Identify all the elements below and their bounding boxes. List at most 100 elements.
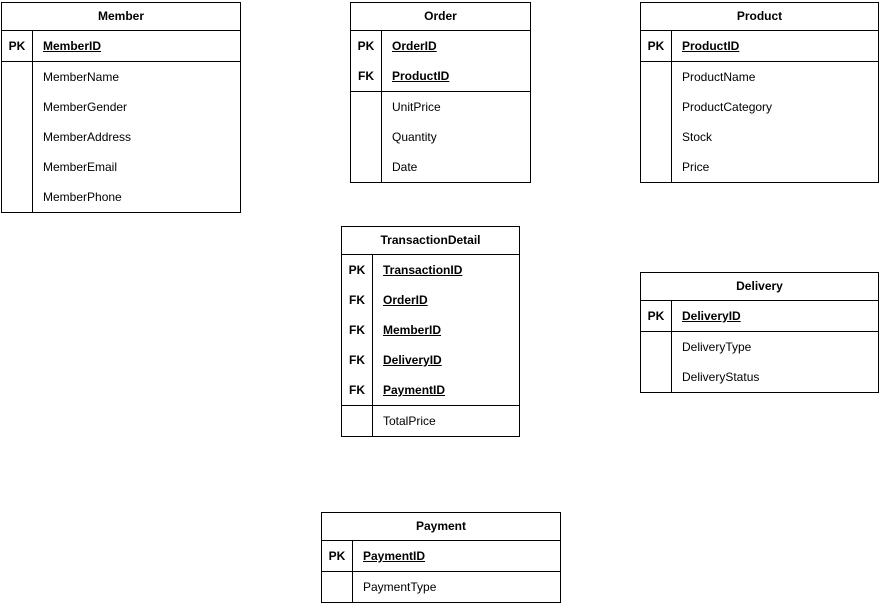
field-column: DeliveryID xyxy=(672,301,878,331)
empty-key-tag xyxy=(641,122,671,152)
empty-key-tag xyxy=(2,152,32,182)
key-field: MemberID xyxy=(43,39,102,53)
key-column: PK FK xyxy=(351,31,382,91)
empty-key-tag xyxy=(2,62,32,92)
key-field: ProductID xyxy=(392,69,450,83)
key-column xyxy=(641,62,672,182)
key-column: PK xyxy=(2,31,33,61)
key-field: DeliveryID xyxy=(383,353,442,367)
field-column: MemberID xyxy=(33,31,240,61)
key-field: MemberID xyxy=(383,323,442,337)
empty-key-tag xyxy=(2,92,32,122)
key-column: PK xyxy=(641,31,672,61)
field-column: ProductID xyxy=(672,31,878,61)
key-field: PaymentID xyxy=(363,549,426,563)
empty-key-tag xyxy=(641,92,671,122)
attribute-field: ProductName xyxy=(682,70,756,84)
key-field: ProductID xyxy=(682,39,740,53)
entity-title: Product xyxy=(641,3,878,31)
attribute-field: Date xyxy=(392,160,418,174)
key-field: OrderID xyxy=(392,39,437,53)
key-tag: PK xyxy=(647,309,665,323)
key-tag: PK xyxy=(357,39,375,53)
key-column xyxy=(2,62,33,212)
keys-section: PK MemberID xyxy=(2,31,240,61)
attribute-field: MemberAddress xyxy=(43,130,132,144)
attribute-field: MemberPhone xyxy=(43,190,122,204)
key-column xyxy=(322,572,353,602)
entity-title: Member xyxy=(2,3,240,31)
key-tag: FK xyxy=(349,383,365,397)
key-tag: PK xyxy=(647,39,665,53)
field-column: TotalPrice xyxy=(373,406,519,436)
keys-section: PK FK OrderID ProductID xyxy=(351,31,530,91)
attribute-field: TotalPrice xyxy=(383,414,436,428)
empty-key-tag xyxy=(641,362,671,392)
field-column: OrderID ProductID xyxy=(382,31,530,91)
empty-key-tag xyxy=(641,62,671,92)
attribute-field: Price xyxy=(682,160,710,174)
attribute-field: PaymentType xyxy=(363,580,437,594)
key-tag: PK xyxy=(348,263,366,277)
key-field: PaymentID xyxy=(383,383,446,397)
attribute-field: Quantity xyxy=(392,130,437,144)
key-tag: PK xyxy=(8,39,26,53)
key-column: PK FK FK FK FK xyxy=(342,255,373,405)
attribute-field: MemberName xyxy=(43,70,120,84)
keys-section: PK PaymentID xyxy=(322,541,560,571)
entity-title: TransactionDetail xyxy=(342,227,519,255)
attribute-field: Stock xyxy=(682,130,713,144)
empty-key-tag xyxy=(351,92,381,122)
empty-key-tag xyxy=(2,182,32,212)
key-column xyxy=(342,406,373,436)
field-column: PaymentID xyxy=(353,541,560,571)
empty-key-tag xyxy=(2,122,32,152)
attribute-field: DeliveryType xyxy=(682,340,752,354)
empty-key-tag xyxy=(641,332,671,362)
key-tag: PK xyxy=(328,549,346,563)
entity-title: Order xyxy=(351,3,530,31)
key-column: PK xyxy=(322,541,353,571)
entity-title: Payment xyxy=(322,513,560,541)
field-column: PaymentType xyxy=(353,572,560,602)
attribute-field: MemberGender xyxy=(43,100,128,114)
empty-key-tag xyxy=(322,572,352,602)
key-tag: FK xyxy=(349,323,365,337)
attributes-section: PaymentType xyxy=(322,571,560,602)
key-tag: FK xyxy=(349,293,365,307)
keys-section: PK ProductID xyxy=(641,31,878,61)
empty-key-tag xyxy=(351,122,381,152)
key-field: OrderID xyxy=(383,293,428,307)
key-column xyxy=(641,332,672,392)
key-tag: FK xyxy=(358,69,374,83)
key-field: TransactionID xyxy=(383,263,463,277)
key-field: DeliveryID xyxy=(682,309,741,323)
key-column: PK xyxy=(641,301,672,331)
attribute-field: UnitPrice xyxy=(392,100,441,114)
attribute-field: ProductCategory xyxy=(682,100,773,114)
empty-key-tag xyxy=(342,406,372,436)
entity-title: Delivery xyxy=(641,273,878,301)
attributes-section: TotalPrice xyxy=(342,405,519,436)
keys-section: PK DeliveryID xyxy=(641,301,878,331)
field-column: TransactionID OrderID MemberID DeliveryID Pa… xyxy=(373,255,519,405)
attribute-field: MemberEmail xyxy=(43,160,118,174)
empty-key-tag xyxy=(641,152,671,182)
key-tag: FK xyxy=(349,353,365,367)
keys-section: PK FK FK FK FK TransactionID OrderID MemberID De… xyxy=(342,255,519,405)
key-column xyxy=(351,92,382,182)
